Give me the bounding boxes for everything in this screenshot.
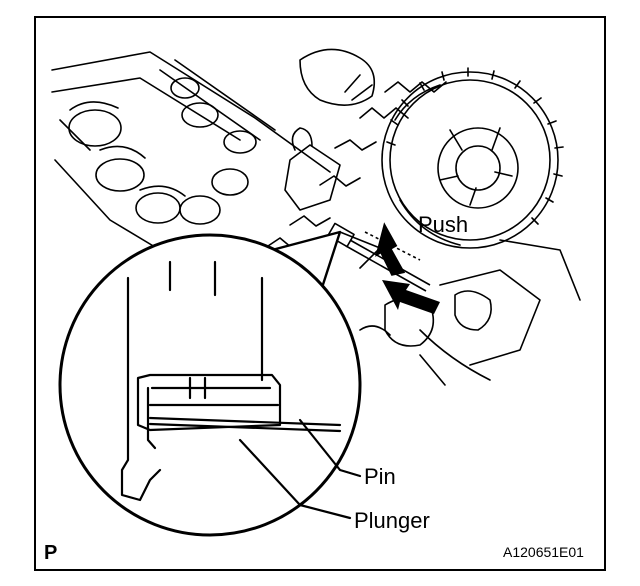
callout-pointer	[271, 230, 342, 301]
corner-letter: P	[44, 542, 58, 564]
figure-id: A120651E01	[503, 544, 584, 560]
push-arrow-icon	[375, 222, 406, 276]
insert-arrow-icon	[382, 280, 440, 314]
plunger-label: Plunger	[354, 508, 430, 533]
leader-lines	[339, 469, 361, 477]
magnifier-circle	[58, 233, 362, 537]
pin-label: Pin	[364, 464, 396, 489]
magnified-tensioner	[120, 260, 362, 520]
push-label: Push	[418, 212, 469, 237]
engine-line-art	[51, 48, 581, 386]
